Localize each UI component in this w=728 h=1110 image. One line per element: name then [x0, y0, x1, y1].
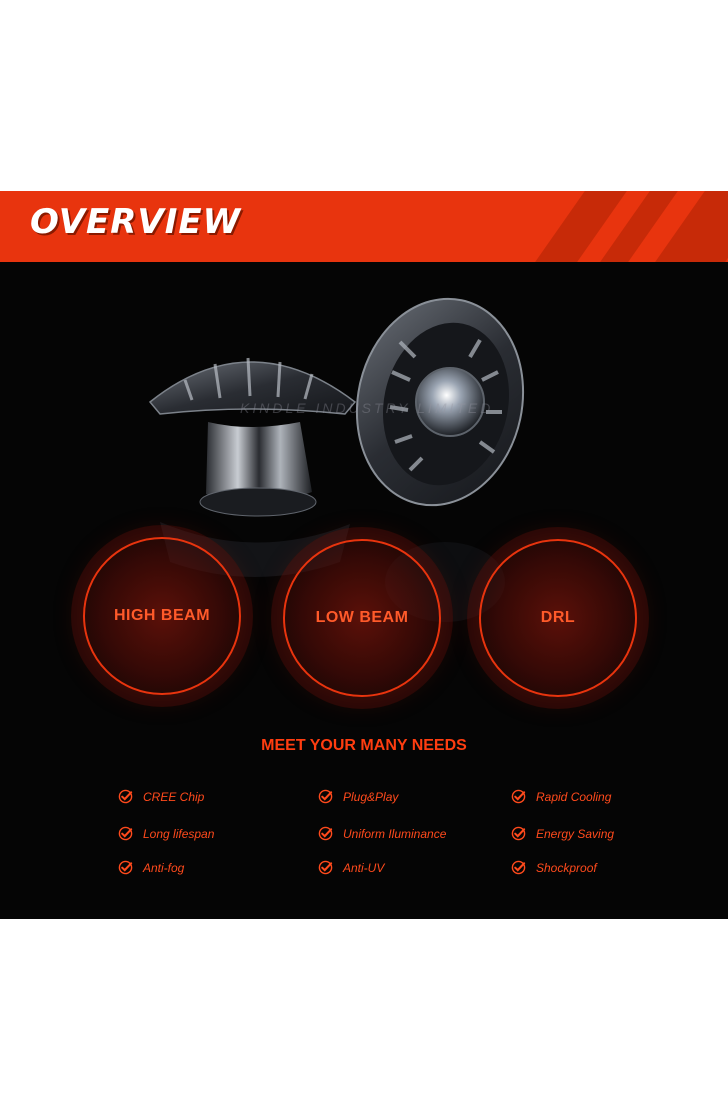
feature-item: Plug&Play	[318, 789, 398, 804]
low-beam-badge: LOW BEAM	[283, 539, 441, 697]
drl-badge: DRL	[479, 539, 637, 697]
product-panel: KINDLE INDUSTRY LIMITED HIGH BEAM LOW BE…	[0, 262, 728, 919]
check-circle-icon	[511, 860, 526, 875]
check-circle-icon	[318, 826, 333, 841]
high-beam-badge: HIGH BEAM	[83, 537, 241, 695]
overview-title: OVERVIEW	[30, 202, 242, 242]
check-circle-icon	[318, 789, 333, 804]
check-circle-icon	[511, 789, 526, 804]
feature-label: Long lifespan	[143, 826, 215, 841]
feature-item: Anti-fog	[118, 860, 184, 875]
feature-item: CREE Chip	[118, 789, 204, 804]
overview-banner: OVERVIEW	[0, 191, 728, 262]
mode-label: DRL	[540, 609, 576, 626]
mode-label: LOW BEAM	[315, 609, 409, 626]
feature-item: Uniform Iluminance	[318, 826, 446, 841]
feature-label: Rapid Cooling	[536, 789, 612, 804]
feature-label: Shockproof	[536, 860, 597, 875]
watermark-text: KINDLE INDUSTRY LIMITED	[240, 400, 494, 416]
feature-item: Long lifespan	[118, 826, 214, 841]
feature-item: Shockproof	[511, 860, 597, 875]
feature-item: Anti-UV	[318, 860, 384, 875]
check-circle-icon	[118, 826, 133, 841]
feature-label: Plug&Play	[343, 789, 399, 804]
check-circle-icon	[511, 826, 526, 841]
check-circle-icon	[118, 860, 133, 875]
feature-item: Rapid Cooling	[511, 789, 611, 804]
feature-label: Anti-UV	[343, 860, 385, 875]
feature-item: Energy Saving	[511, 826, 614, 841]
needs-title: MEET YOUR MANY NEEDS	[261, 737, 467, 754]
check-circle-icon	[318, 860, 333, 875]
check-circle-icon	[118, 789, 133, 804]
feature-label: Uniform Iluminance	[343, 826, 447, 841]
feature-label: Energy Saving	[536, 826, 615, 841]
feature-label: CREE Chip	[143, 789, 205, 804]
mode-label: HIGH BEAM	[113, 607, 211, 624]
feature-label: Anti-fog	[143, 860, 185, 875]
